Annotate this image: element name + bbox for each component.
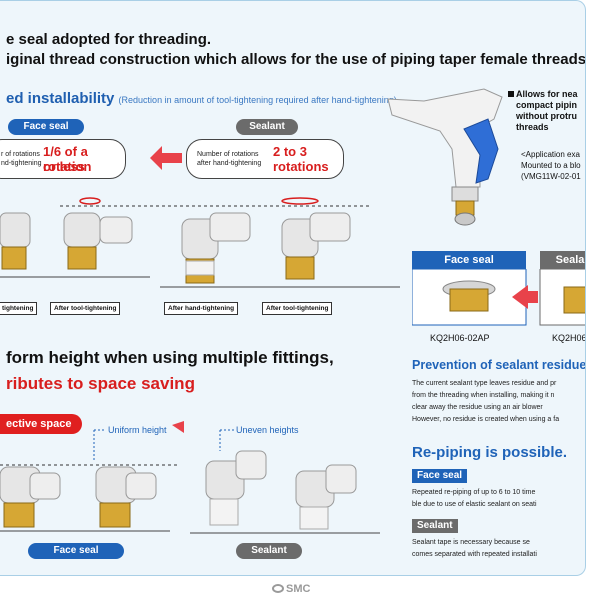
model-sealant: KQ2H06 — [552, 333, 586, 343]
right-bullet-line-4: threads — [516, 122, 549, 132]
smc-mark-icon — [272, 584, 284, 593]
fittings-illustration-top — [0, 197, 400, 288]
sealant-pill: Sealant — [236, 119, 298, 135]
right-sealant-label: Seala — [540, 251, 585, 269]
thread-closeups — [412, 269, 585, 326]
right-bullet: Allows for nea compact pipin without pro… — [508, 89, 585, 133]
app-line-1: <Application exa — [521, 150, 580, 159]
right-bullet-line-3: without protru — [516, 111, 577, 121]
smc-logo: SMC — [272, 583, 310, 595]
face-seal-bubble: r of rotations nd-tightening 1/6 of a ro… — [0, 139, 126, 179]
repiping-sealant-text-2: comes separated with repeated installati — [412, 551, 537, 558]
installability-note: (Reduction in amount of tool-tightening … — [118, 95, 397, 105]
prevention-p4: However, no residue is created when usin… — [412, 416, 560, 423]
installability-title: ed installability (Reduction in amount o… — [6, 90, 397, 107]
header-line-1: e seal adopted for threading. — [6, 31, 212, 48]
face-bubble-big-1: 1/6 of a rotation — [43, 144, 92, 174]
sealant-bubble-small-2: after hand-tightening — [197, 160, 262, 167]
uniform-title: form height when using multiple fittings… — [6, 348, 334, 367]
header-line-2: iginal thread construction which allows … — [6, 51, 586, 68]
caption-sealant-hand: After hand-tightening — [164, 302, 239, 315]
repiping-title: Re-piping is possible. — [412, 444, 568, 461]
face-bubble-small-2: nd-tightening — [1, 160, 42, 167]
bottom-face-seal-pill: Face seal — [28, 543, 124, 559]
caption-sealant-tool: After tool-tightening — [262, 302, 333, 315]
content-panel: e seal adopted for threading. iginal thr… — [0, 0, 586, 576]
right-bullet-line-2: compact pipin — [516, 100, 578, 110]
blow-gun-illustration — [387, 88, 503, 226]
repiping-face-text-1: Repeated re-piping of up to 6 to 10 time — [412, 489, 536, 496]
app-line-2: Mounted to a blo — [521, 161, 581, 170]
face-bubble-small-1: r of rotations — [1, 151, 40, 158]
repiping-face-text-2: ble due to use of elastic sealant on sea… — [412, 501, 537, 508]
right-bullet-line-1: Allows for nea — [508, 89, 585, 100]
sealant-bubble-small-1: Number of rotations — [197, 151, 259, 158]
sealant-bubble: Number of rotations after hand-tightenin… — [186, 139, 344, 179]
prevention-p3: clear away the residue using an air blow… — [412, 404, 543, 411]
bottom-sealant-pill: Sealant — [236, 543, 302, 559]
effective-space-badge: ective space — [0, 414, 82, 434]
repiping-face-tag: Face seal — [412, 469, 468, 483]
left-arrow-icon — [150, 146, 182, 170]
smc-logo-text: SMC — [286, 583, 311, 595]
uniform-subtitle: ributes to space saving — [6, 374, 195, 393]
prevention-title: Prevention of sealant residue/pro — [412, 358, 586, 372]
caption-face-tool: After tool-tightening — [50, 302, 121, 315]
face-seal-pill: Face seal — [8, 119, 84, 135]
face-bubble-big-2: or less — [43, 159, 85, 174]
repiping-sealant-text-1: Sealant tape is necessary because se — [412, 539, 530, 546]
model-face-seal: KQ2H06-02AP — [430, 333, 490, 343]
caption-face-hand: tightening — [0, 302, 38, 315]
square-bullet-icon — [508, 91, 514, 97]
app-line-3: (VMG11W-02-01 — [521, 172, 581, 181]
prevention-p2: from the threading when installing, maki… — [412, 392, 555, 399]
prevention-p1: The current sealant type leaves residue … — [412, 380, 557, 387]
repiping-sealant-tag: Sealant — [412, 519, 458, 533]
sealant-bubble-big-1: 2 to 3 — [273, 144, 307, 159]
uniform-height-label: Uniform height — [108, 425, 167, 435]
right-face-seal-label: Face seal — [412, 251, 526, 269]
fittings-illustration-bottom — [0, 421, 380, 534]
uneven-heights-label: Uneven heights — [236, 425, 299, 435]
application-example: <Application exa Mounted to a blo (VMG11… — [521, 149, 585, 182]
sealant-bubble-big-2: rotations — [273, 159, 329, 174]
installability-title-text: ed installability — [6, 90, 115, 107]
